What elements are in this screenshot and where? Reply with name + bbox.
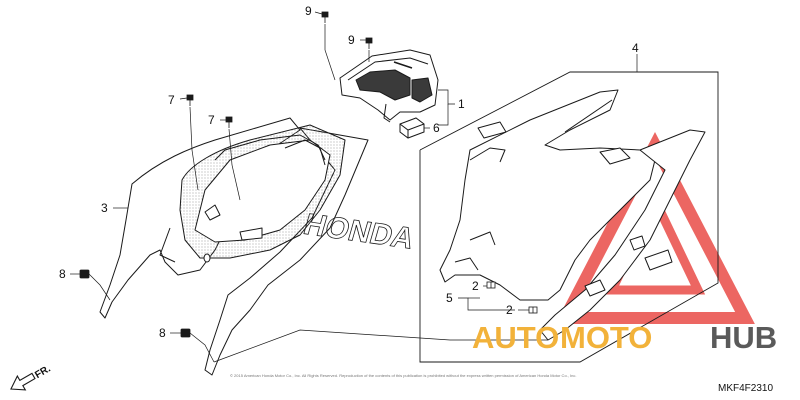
callout-7b: 7: [208, 113, 215, 127]
copyright-text: © 2015 American Honda Motor Co., Inc. Al…: [230, 373, 576, 378]
clip-2b: [528, 306, 538, 314]
callout-8a: 8: [59, 267, 66, 281]
honda-decal: HONDA: [300, 208, 418, 255]
assembly-box-4: [419, 71, 719, 363]
callout-1: 1: [458, 97, 465, 111]
upper-cowl-part-1: [339, 49, 439, 123]
grommet-8a: [79, 269, 90, 279]
callout-3: 3: [101, 201, 108, 215]
watermark-text-moto: MOTO: [560, 320, 652, 355]
callout-9b: 9: [348, 33, 355, 47]
rear-cowl-part-3: [99, 117, 369, 376]
bolt-9b: [365, 37, 373, 49]
watermark-text-hub: HUB: [710, 320, 777, 355]
callout-2a: 2: [472, 279, 479, 293]
grommet-8b: [180, 328, 191, 338]
callout-4: 4: [632, 41, 639, 55]
watermark-text-auto: AUTO: [472, 320, 559, 355]
bolt-9a: [321, 11, 329, 23]
direction-label: FR.: [33, 363, 53, 381]
front-direction-arrow: FR.: [10, 363, 53, 391]
side-cover-part-4: [439, 89, 706, 341]
trim-piece-part-6: [399, 117, 425, 139]
callout-7a: 7: [168, 93, 175, 107]
clip-2a: [486, 281, 496, 289]
bolt-7a: [186, 94, 194, 106]
callout-2b: 2: [506, 303, 513, 317]
part-code: MKF4F2310: [718, 383, 773, 394]
callout-8b: 8: [159, 326, 166, 340]
leader-lines: [70, 11, 638, 363]
callout-5: 5: [446, 291, 453, 305]
callout-9a: 9: [305, 4, 312, 18]
bolt-7b: [225, 116, 233, 128]
callout-6: 6: [433, 121, 440, 135]
